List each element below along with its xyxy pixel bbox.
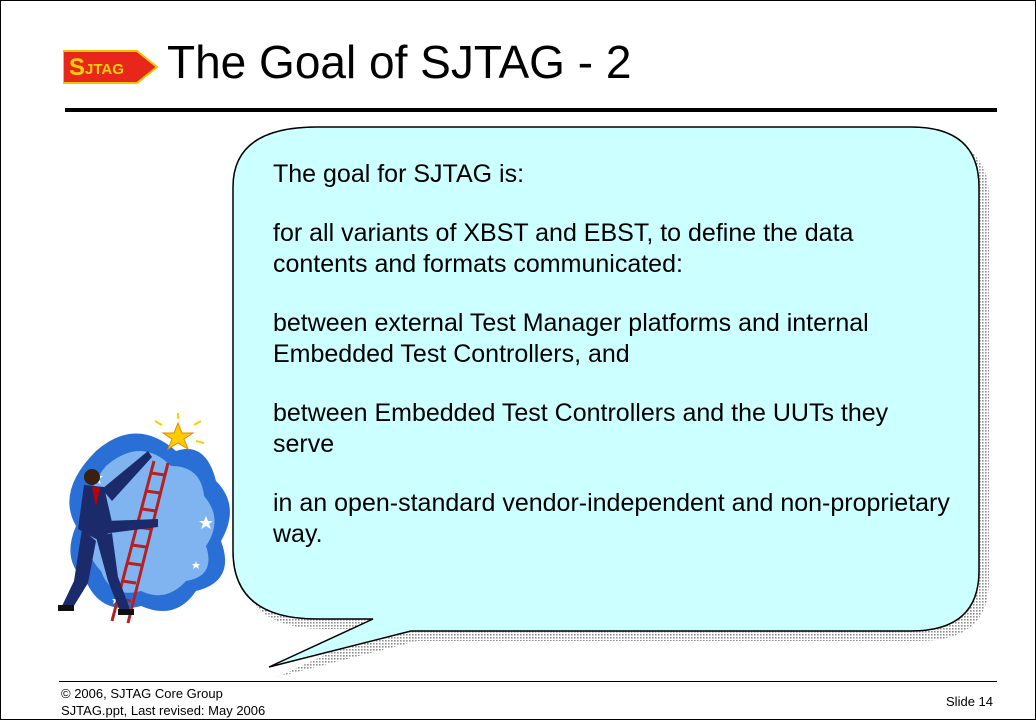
bubble-paragraph: for all variants of XBST and EBST, to de… (273, 219, 854, 278)
climbing-ladder-clipart (58, 413, 230, 624)
bubble-paragraph: The goal for SJTAG is: (273, 160, 525, 188)
sjtag-logo: S JTAG (63, 50, 159, 84)
svg-text:JTAG: JTAG (85, 61, 124, 78)
title-divider (65, 108, 997, 112)
footer-file: SJTAG.ppt, Last revised: May 2006 (61, 703, 266, 718)
slide-number: Slide 14 (946, 694, 993, 709)
footer-info: © 2006, SJTAG Core Group SJTAG.ppt, Last… (61, 685, 265, 719)
bubble-paragraph: in an open-standard vendor-independent a… (273, 489, 950, 548)
svg-text:S: S (69, 54, 85, 81)
footer-divider (59, 681, 997, 682)
bubble-text: The goal for SJTAG is: for all variants … (273, 159, 953, 578)
slide-title: The Goal of SJTAG - 2 (167, 36, 632, 88)
bubble-paragraph: between Embedded Test Controllers and th… (273, 399, 889, 458)
footer-copyright: © 2006, SJTAG Core Group (61, 686, 223, 701)
bubble-paragraph: between external Test Manager platforms … (273, 309, 869, 368)
